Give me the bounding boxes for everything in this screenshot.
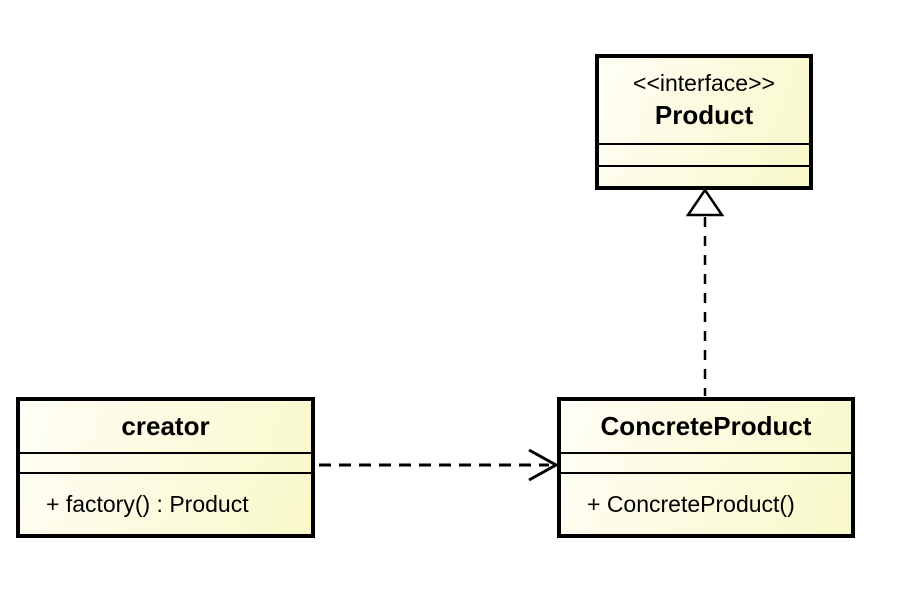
- open-arrowhead-icon: [528, 448, 560, 482]
- methods-compartment: + ConcreteProduct(): [561, 472, 851, 534]
- class-box-creator: creator + factory() : Product: [16, 397, 315, 538]
- class-box-concrete-product: ConcreteProduct + ConcreteProduct(): [557, 397, 855, 538]
- class-title-compartment: ConcreteProduct: [561, 401, 851, 452]
- class-name: ConcreteProduct: [600, 410, 812, 441]
- methods-compartment: [599, 165, 809, 186]
- method-label: + factory() : Product: [46, 490, 249, 517]
- class-stereotype: <<interface>>: [633, 69, 775, 96]
- class-name: Product: [654, 100, 754, 131]
- class-title-compartment: <<interface>> Product: [599, 58, 809, 143]
- dependency-edge: [319, 448, 560, 482]
- class-box-product: <<interface>> Product: [595, 54, 813, 190]
- class-name: creator: [121, 410, 210, 441]
- hollow-triangle-arrowhead-icon: [685, 187, 725, 217]
- realization-edge: [685, 187, 725, 396]
- methods-compartment: + factory() : Product: [20, 472, 311, 534]
- attributes-compartment: [599, 143, 809, 165]
- attributes-compartment: [20, 452, 311, 472]
- class-title-compartment: creator: [20, 401, 311, 452]
- attributes-compartment: [561, 452, 851, 472]
- method-label: + ConcreteProduct(): [587, 490, 795, 517]
